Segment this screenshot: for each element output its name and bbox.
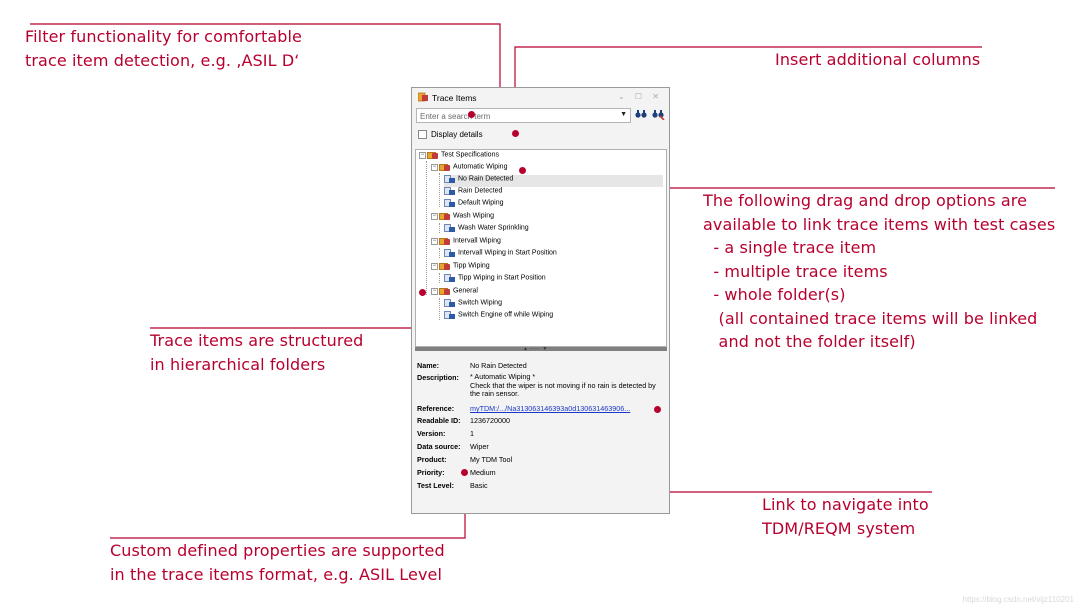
trace-items-panel: Trace Items ⌄ ☐ ✕ ▼ Display details −Tes…	[411, 87, 670, 514]
tree-item[interactable]: Tipp Wiping in Start Position	[444, 274, 546, 286]
tree-item[interactable]: Default Wiping	[444, 199, 504, 211]
priority-label: Priority:	[417, 468, 445, 477]
custom-callout: Custom defined properties are supported …	[110, 541, 445, 584]
tree-folder[interactable]: −Automatic Wiping	[431, 163, 508, 171]
folder-icon	[439, 163, 450, 171]
panel-title: Trace Items	[432, 93, 477, 103]
tree-folder-root[interactable]: −Test Specifications	[419, 151, 499, 159]
tree-item[interactable]: Intervall Wiping in Start Position	[444, 249, 557, 261]
link-callout: Link to navigate into TDM/REQM system	[762, 495, 929, 538]
hierarchy-callout-dot	[419, 289, 426, 296]
link-callout-line	[656, 410, 932, 493]
data-source-label: Data source:	[417, 442, 461, 451]
trace-items-icon	[417, 92, 428, 102]
search-input[interactable]	[417, 109, 610, 122]
collapse-icon[interactable]: −	[431, 237, 438, 245]
readable-id-label: Readable ID:	[417, 416, 461, 425]
readable-id-value: 1236720000	[470, 416, 510, 425]
splitter-grip[interactable]: ▲ ······· ▼	[523, 346, 548, 352]
trace-item-icon	[444, 299, 455, 307]
data-source-value: Wiper	[470, 442, 489, 451]
display-details-label: Display details	[431, 130, 483, 139]
product-label: Product:	[417, 455, 447, 464]
link-callout-dot	[654, 406, 661, 413]
trace-item-icon	[444, 311, 455, 319]
tree-connector	[439, 223, 440, 233]
collapse-icon[interactable]: −	[431, 287, 438, 295]
tree-item[interactable]: Wash Water Sprinkling	[444, 224, 529, 236]
columns-callout: Insert additional columns	[775, 50, 981, 69]
tree-connector	[439, 298, 440, 320]
hierarchy-callout-line	[150, 291, 421, 329]
watermark: https://blog.csdn.net/vijz110201	[962, 595, 1074, 604]
columns-callout-dot	[512, 130, 519, 137]
display-details-checkbox[interactable]	[418, 130, 427, 139]
trace-item-icon	[444, 199, 455, 207]
tree-item[interactable]: Switch Wiping	[444, 299, 502, 311]
trace-item-icon	[444, 274, 455, 282]
description-value: * Automatic Wiping * Check that the wipe…	[470, 372, 656, 399]
reference-label: Reference:	[417, 404, 455, 413]
collapse-icon[interactable]: −	[419, 151, 426, 159]
filter-search-icon[interactable]	[652, 109, 665, 123]
tree-connector	[426, 161, 427, 295]
product-value: My TDM Tool	[470, 455, 513, 464]
folder-icon	[427, 151, 438, 159]
dragdrop-callout: The following drag and drop options are …	[703, 191, 1056, 351]
panel-splitter[interactable]: ▲ ······· ▼	[415, 346, 667, 352]
filter-callout-dot	[468, 111, 475, 118]
name-value: No Rain Detected	[470, 361, 527, 370]
collapse-icon[interactable]: −	[431, 212, 438, 220]
folder-icon	[439, 262, 450, 270]
tree-item[interactable]: Switch Engine off while Wiping	[444, 311, 553, 323]
tree-folder[interactable]: −Intervall Wiping	[431, 237, 501, 245]
test-level-value: Basic	[470, 481, 488, 490]
tree-connector	[439, 173, 440, 207]
folder-icon	[439, 287, 450, 295]
tree-item-selected[interactable]: No Rain Detected	[444, 175, 663, 187]
tree-connector	[439, 273, 440, 283]
search-box[interactable]: ▼	[416, 108, 631, 123]
hierarchy-callout: Trace items are structured in hierarchic…	[150, 331, 364, 374]
filter-callout: Filter functionality for comfortable tra…	[25, 27, 302, 70]
trace-item-icon	[444, 175, 455, 183]
custom-callout-dot	[461, 469, 468, 476]
tree-item[interactable]: Rain Detected	[444, 187, 502, 199]
test-level-label: Test Level:	[417, 481, 455, 490]
name-label: Name:	[417, 361, 439, 370]
trace-item-icon	[444, 249, 455, 257]
collapse-icon[interactable]: −	[431, 262, 438, 270]
tree-folder[interactable]: −Wash Wiping	[431, 212, 494, 220]
find-next-icon[interactable]	[635, 109, 647, 122]
folder-icon	[439, 212, 450, 220]
window-controls[interactable]: ⌄ ☐ ✕	[617, 92, 663, 101]
version-label: Version:	[417, 429, 446, 438]
dragdrop-callout-dot	[519, 167, 526, 174]
tree-connector	[439, 248, 440, 258]
search-dropdown-icon[interactable]: ▼	[620, 111, 627, 118]
tree-folder[interactable]: −Tipp Wiping	[431, 262, 490, 270]
panel-titlebar: Trace Items ⌄ ☐ ✕	[412, 88, 669, 106]
folder-icon	[439, 237, 450, 245]
version-value: 1	[470, 429, 474, 438]
trace-item-icon	[444, 224, 455, 232]
description-label: Description:	[417, 373, 459, 382]
collapse-icon[interactable]: −	[431, 163, 438, 171]
trace-tree[interactable]: −Test Specifications −Automatic Wiping N…	[415, 149, 667, 347]
tree-folder[interactable]: −General	[431, 287, 478, 295]
priority-value: Medium	[470, 468, 496, 477]
trace-item-icon	[444, 187, 455, 195]
reference-link[interactable]: myTDM:/.../Na313063146393a0d130631463906…	[470, 404, 631, 413]
